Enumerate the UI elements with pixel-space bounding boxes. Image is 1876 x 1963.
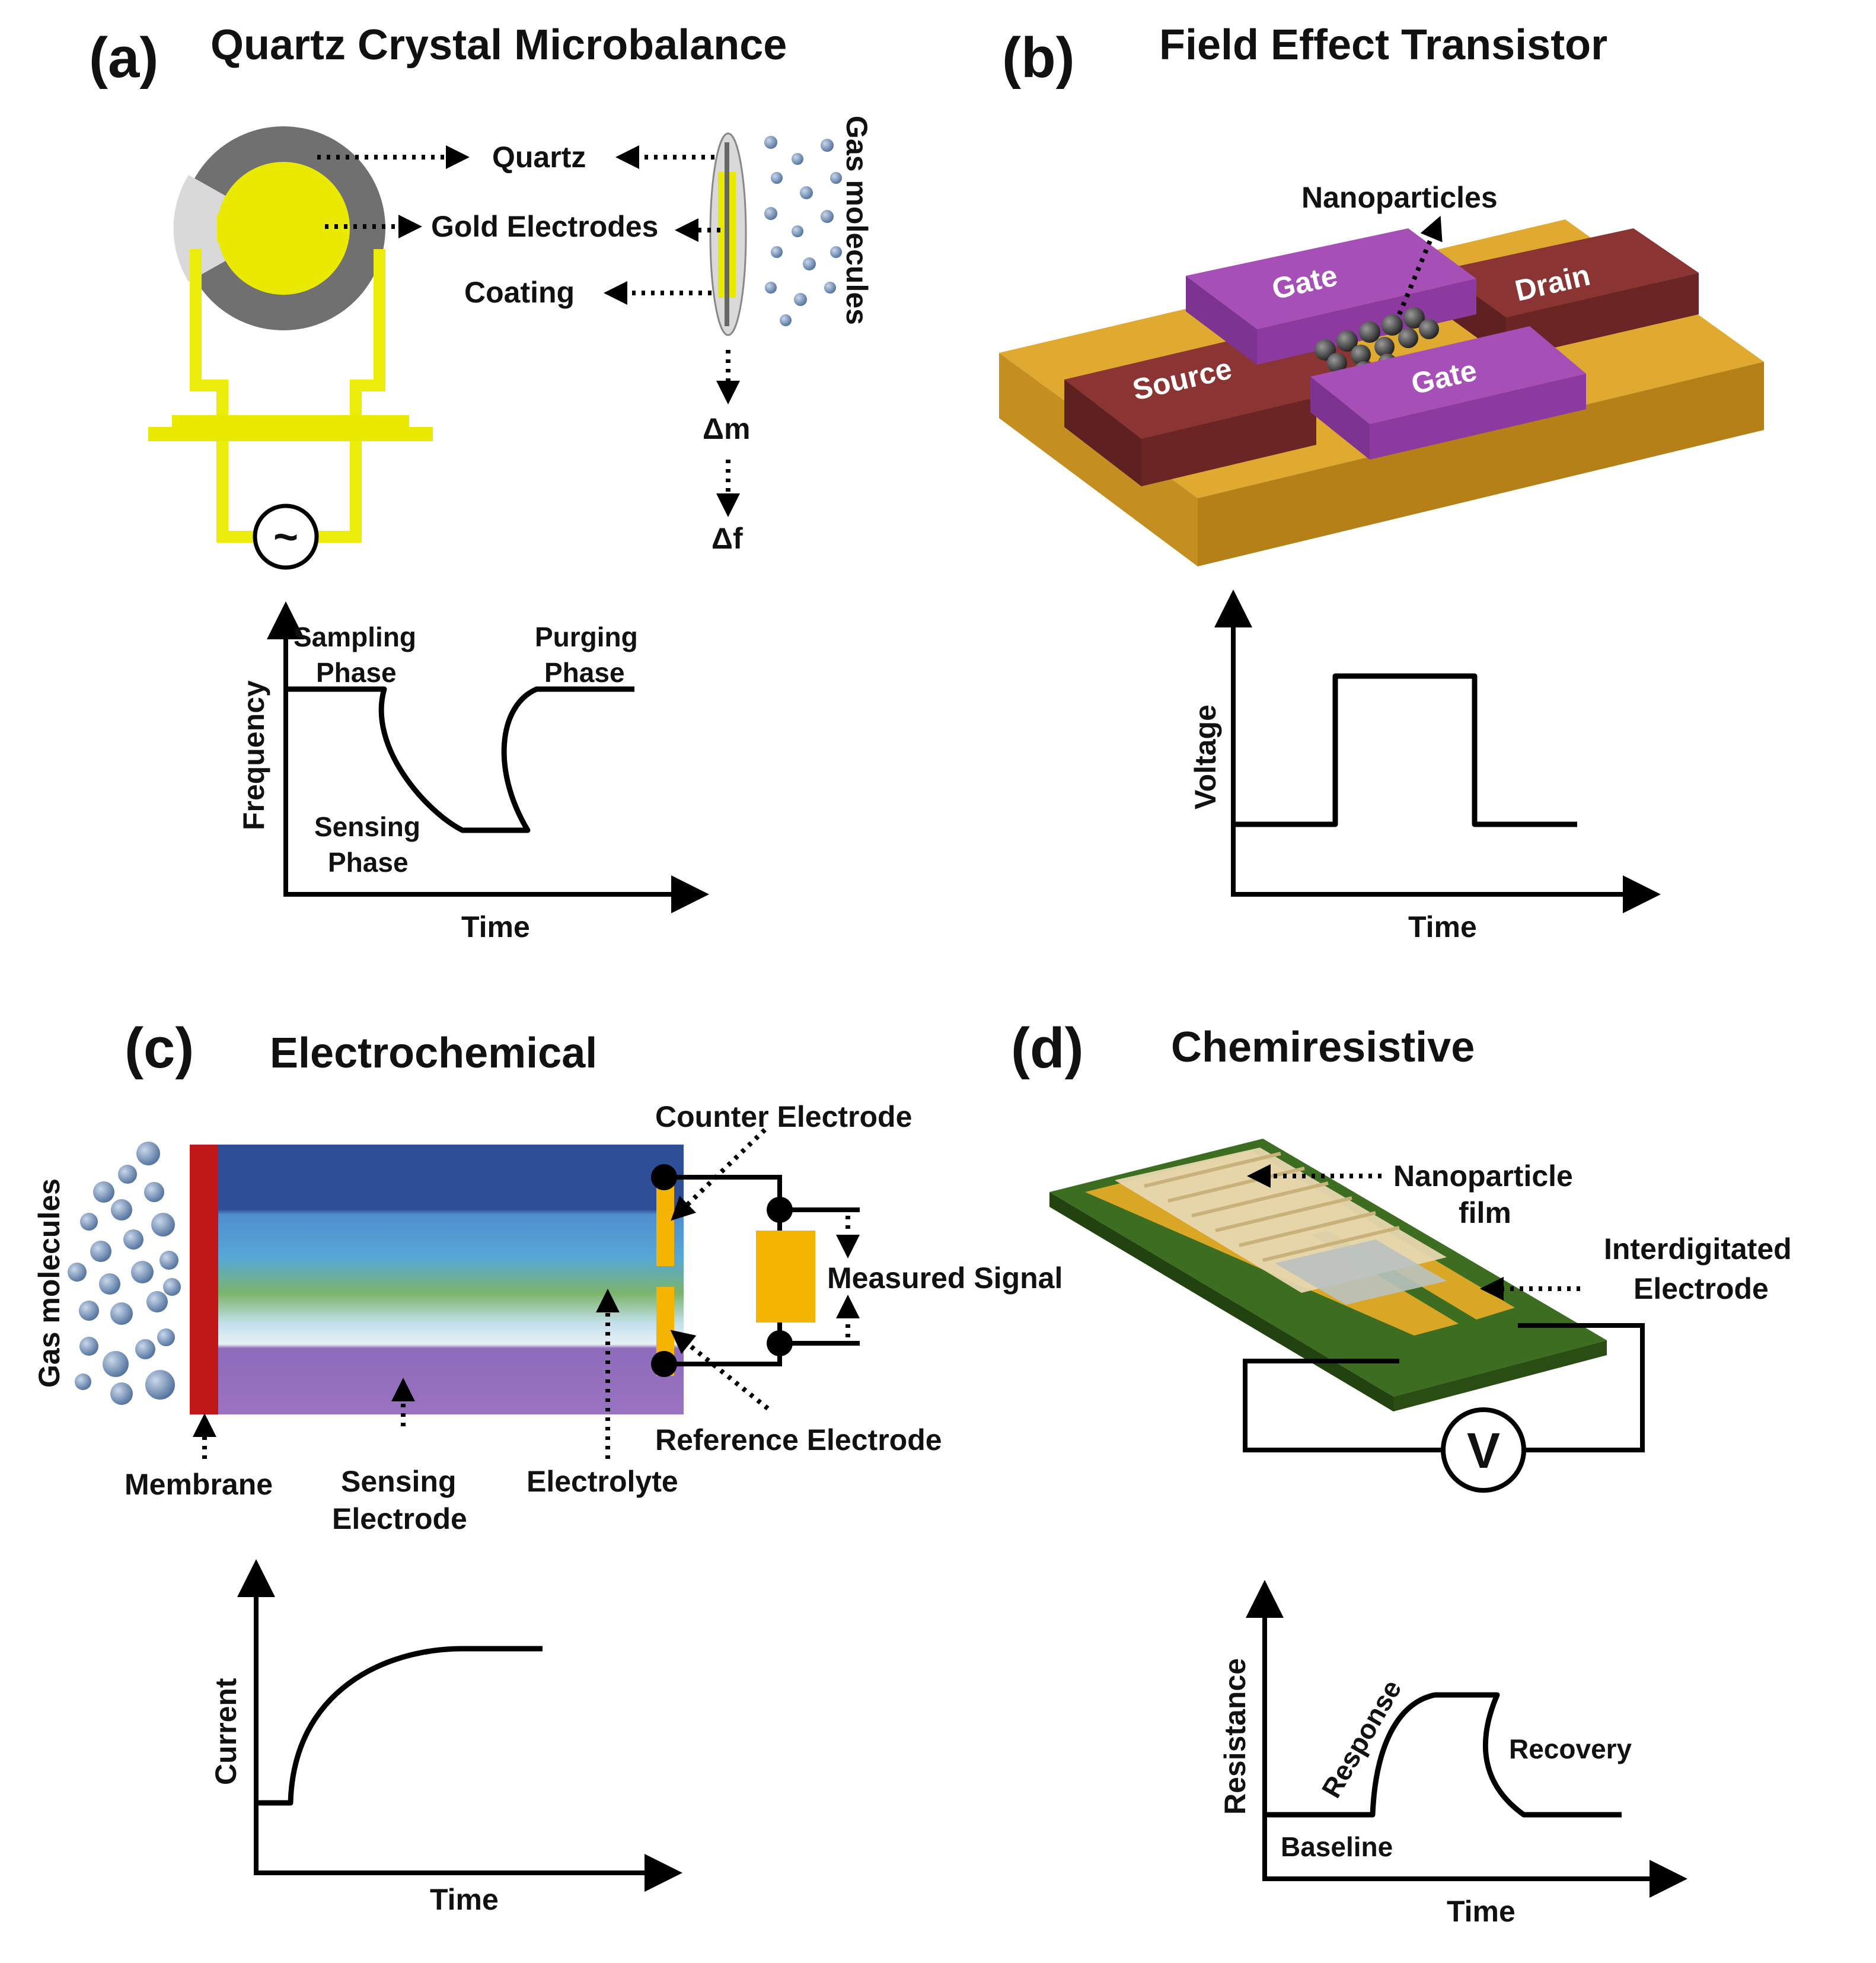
frequency-curve [286, 686, 634, 833]
voltmeter-circuit: V [1243, 1323, 1645, 1493]
frequency-axis-label: Frequency [237, 680, 270, 830]
gas-molecules-c [68, 1142, 181, 1405]
electrolyte-label: Electrolyte [527, 1465, 678, 1498]
sensing-phase-line1: Sensing [314, 811, 420, 842]
panel-c: (c) Electrochemical Gas molecules [33, 1016, 1063, 1916]
signal-resistor [756, 1231, 815, 1323]
panel-c-title: Electrochemical [270, 1030, 597, 1077]
ac-source-icon [253, 504, 319, 570]
panel-a-letter: (a) [89, 26, 158, 90]
gate-top-block [1186, 228, 1476, 365]
panel-a: (a) Quartz Crystal Microbalance ~ [89, 21, 873, 944]
delta-m-label: Δm [703, 412, 750, 445]
counter-electrode-label: Counter Electrode [655, 1100, 912, 1133]
reference-electrode-label: Reference Electrode [655, 1423, 942, 1457]
panel-d-letter: (d) [1011, 1016, 1084, 1080]
measured-signal-label: Measured Signal [827, 1261, 1063, 1295]
counter-electrode-strip [656, 1177, 674, 1266]
delta-f-label: Δf [712, 522, 743, 555]
panel-d-title: Chemiresistive [1171, 1024, 1475, 1071]
voltage-axis-label: Voltage [1189, 705, 1222, 810]
resistance-curve [1265, 1692, 1622, 1818]
chemiresistor-device [1049, 1139, 1607, 1411]
membrane-label: Membrane [125, 1468, 273, 1501]
gas-molecules-c-label: Gas molecules [33, 1178, 66, 1388]
current-graph: Current Time [209, 1559, 682, 1916]
interdigitated-line2: Electrode [1633, 1272, 1769, 1305]
panel-b-letter: (b) [1002, 26, 1075, 90]
sampling-phase-line2: Phase [316, 657, 397, 688]
panel-c-letter: (c) [125, 1016, 194, 1080]
qcm-side-view [709, 132, 747, 336]
resistance-graph: Resistance Time Baseline Response Recove… [1218, 1580, 1687, 1928]
current-axis-label: Current [209, 1678, 243, 1785]
nanoparticle-film-line1: Nanoparticle [1393, 1159, 1573, 1193]
frequency-graph: Frequency Time Sampling Phase Sensing Ph… [237, 601, 709, 944]
gas-molecules-a [764, 136, 842, 326]
voltmeter-symbol: V [1467, 1423, 1500, 1478]
membrane [190, 1145, 218, 1414]
gold-electrodes-label: Gold Electrodes [431, 210, 658, 243]
time-axis-label-c: Time [430, 1883, 499, 1916]
time-axis-label-a: Time [461, 910, 530, 944]
panel-b-title: Field Effect Transistor [1159, 21, 1607, 69]
response-label: Response [1316, 1675, 1408, 1803]
coating-label: Coating [464, 276, 575, 309]
nanoparticles-label: Nanoparticles [1301, 181, 1498, 214]
baseline-label: Baseline [1281, 1831, 1393, 1862]
voltage-curve [1233, 673, 1577, 827]
ac-source-symbol: ~ [273, 514, 298, 561]
voltmeter-icon [1441, 1407, 1526, 1493]
time-axis-label-d: Time [1447, 1895, 1516, 1928]
sensing-electrode-line2: Electrode [332, 1502, 467, 1535]
purging-phase-line2: Phase [544, 657, 625, 688]
panel-a-title: Quartz Crystal Microbalance [210, 21, 787, 69]
gas-molecules-a-label: Gas molecules [840, 116, 873, 325]
interdigitated-line1: Interdigitated [1604, 1232, 1792, 1266]
voltage-graph: Voltage Time [1189, 589, 1661, 944]
measurement-circuit [651, 1164, 860, 1377]
resistance-axis-label: Resistance [1218, 1658, 1252, 1815]
current-curve [256, 1646, 543, 1806]
electrochemical-cell [218, 1145, 684, 1414]
qcm-circuit: ~ [148, 249, 433, 570]
time-axis-label-b: Time [1408, 910, 1477, 944]
gate-bottom-block [1310, 326, 1586, 460]
purging-phase-line1: Purging [535, 622, 638, 652]
recovery-label: Recovery [1509, 1733, 1632, 1764]
sensing-electrode-line1: Sensing [341, 1465, 456, 1498]
qcm-holder-plate [148, 427, 433, 441]
panel-b: (b) Field Effect Transistor [999, 21, 1764, 944]
quartz-label: Quartz [492, 141, 586, 174]
sampling-phase-line1: Sampling [293, 622, 416, 652]
sensing-phase-line2: Phase [328, 847, 409, 878]
nanoparticle-film-line2: film [1459, 1196, 1511, 1229]
panel-d: (d) Chemiresistive V [1011, 1016, 1792, 1928]
